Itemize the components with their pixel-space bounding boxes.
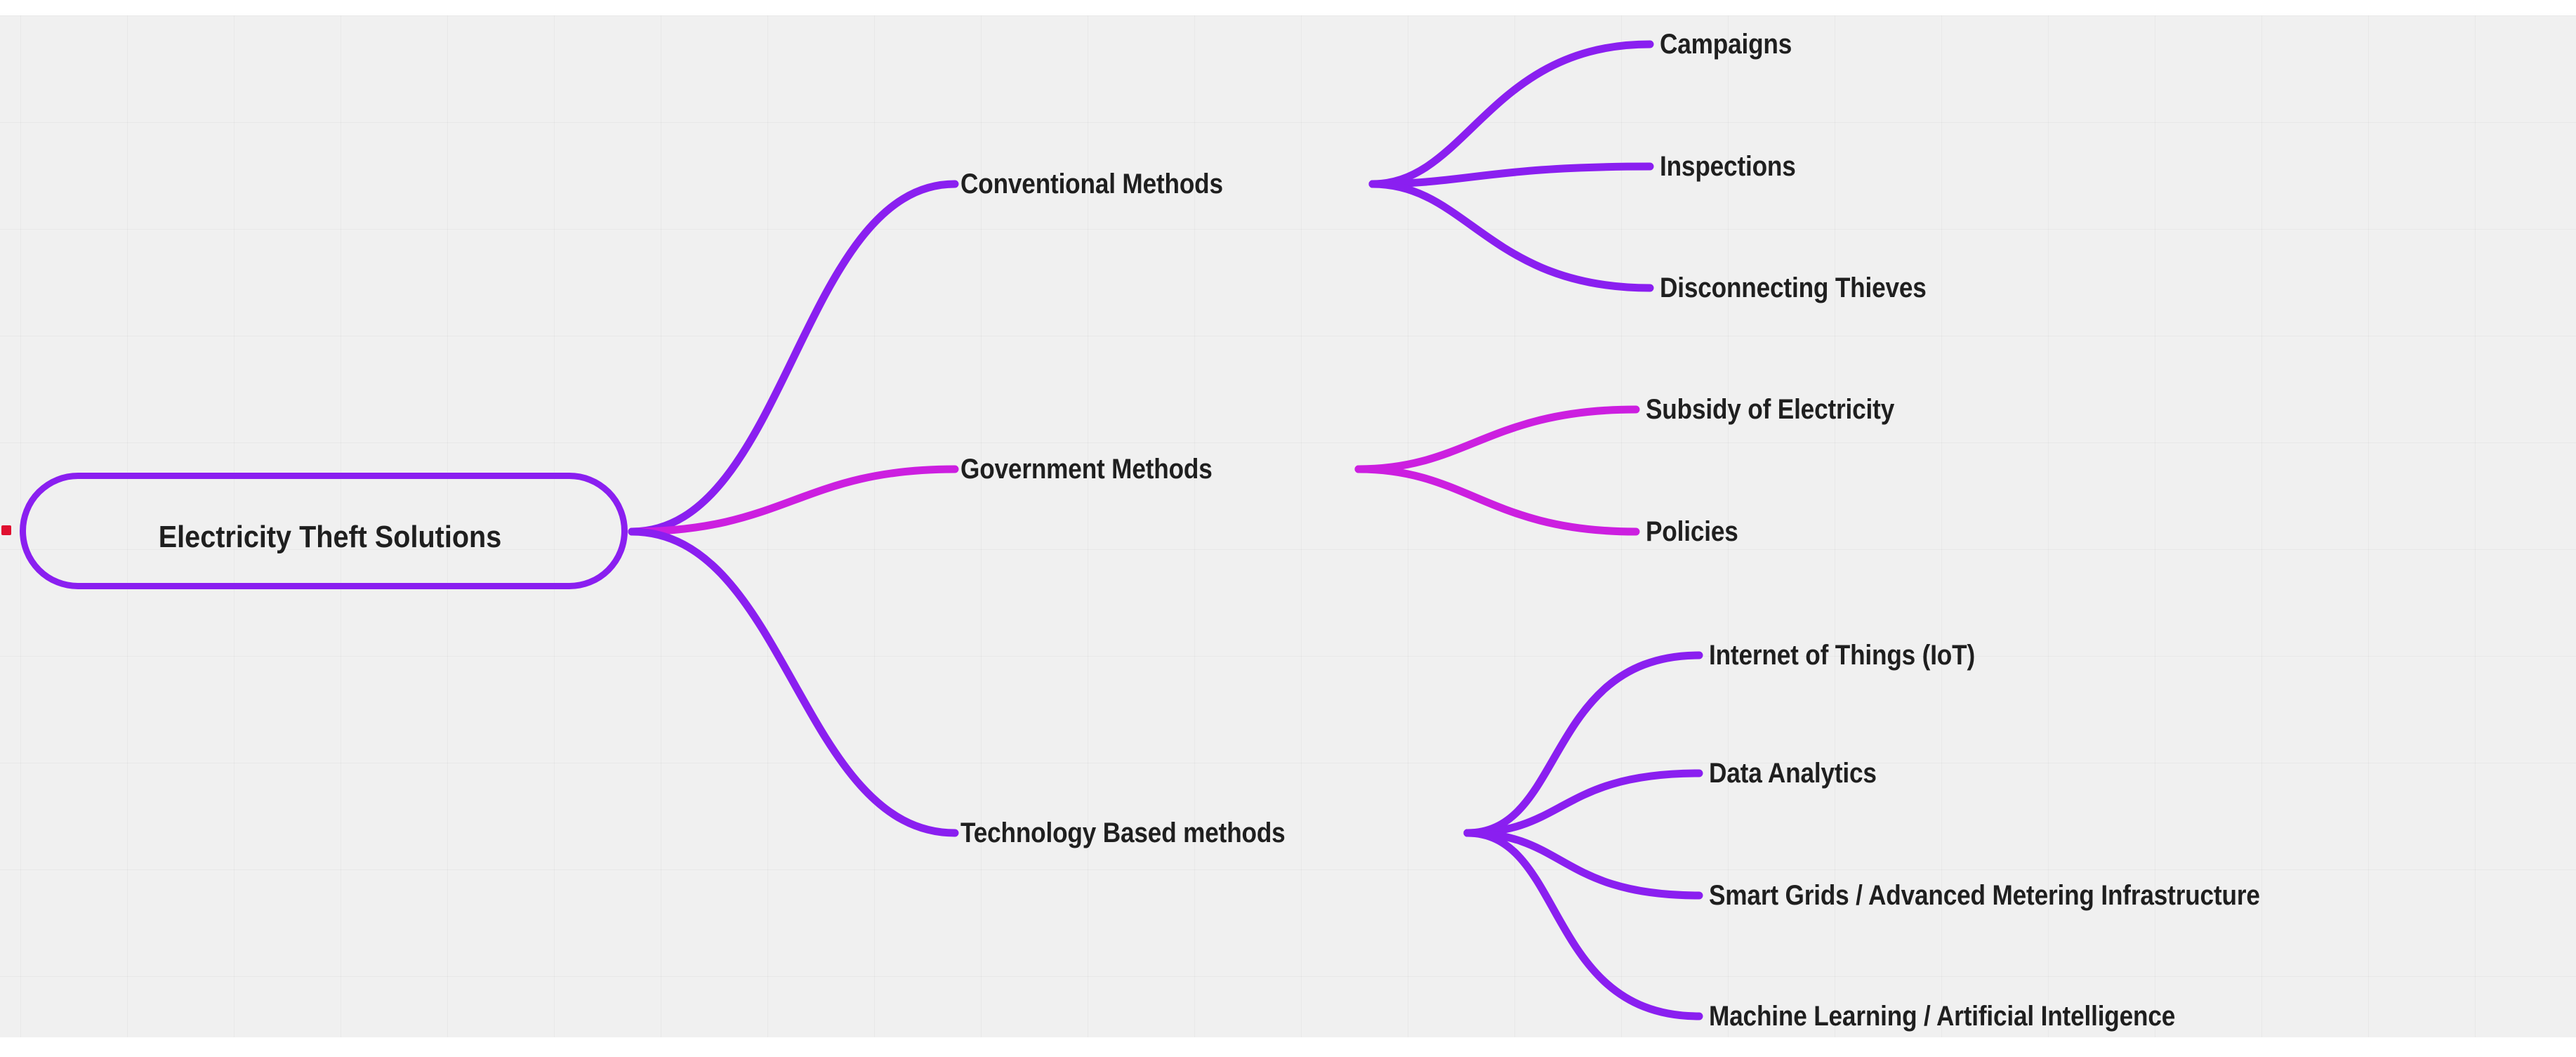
- leaf-label-subsidy-of-electricity[interactable]: Subsidy of Electricity: [1646, 394, 1895, 425]
- leaf-label-inspections[interactable]: Inspections: [1660, 151, 1796, 182]
- leaf-label-policies[interactable]: Policies: [1646, 516, 1738, 547]
- branch-label-government-methods[interactable]: Government Methods: [960, 454, 1213, 485]
- branch-label-technology-based-methods[interactable]: Technology Based methods: [960, 818, 1286, 848]
- leaf-label-campaigns[interactable]: Campaigns: [1660, 29, 1792, 60]
- canvas-background-grid: [0, 15, 2576, 1037]
- leaf-label-internet-of-things[interactable]: Internet of Things (IoT): [1709, 640, 1976, 671]
- branch-label-conventional-methods[interactable]: Conventional Methods: [960, 169, 1223, 199]
- root-node[interactable]: Electricity Theft Solutions: [20, 473, 628, 589]
- leaf-label-disconnecting-thieves[interactable]: Disconnecting Thieves: [1660, 273, 1927, 303]
- leaf-label-machine-learning[interactable]: Machine Learning / Artificial Intelligen…: [1709, 1001, 2176, 1032]
- root-node-label: Electricity Theft Solutions: [158, 520, 502, 554]
- root-anchor-marker: [1, 525, 11, 535]
- leaf-label-smart-grids[interactable]: Smart Grids / Advanced Metering Infrastr…: [1709, 880, 2260, 911]
- leaf-label-data-analytics[interactable]: Data Analytics: [1709, 758, 1877, 789]
